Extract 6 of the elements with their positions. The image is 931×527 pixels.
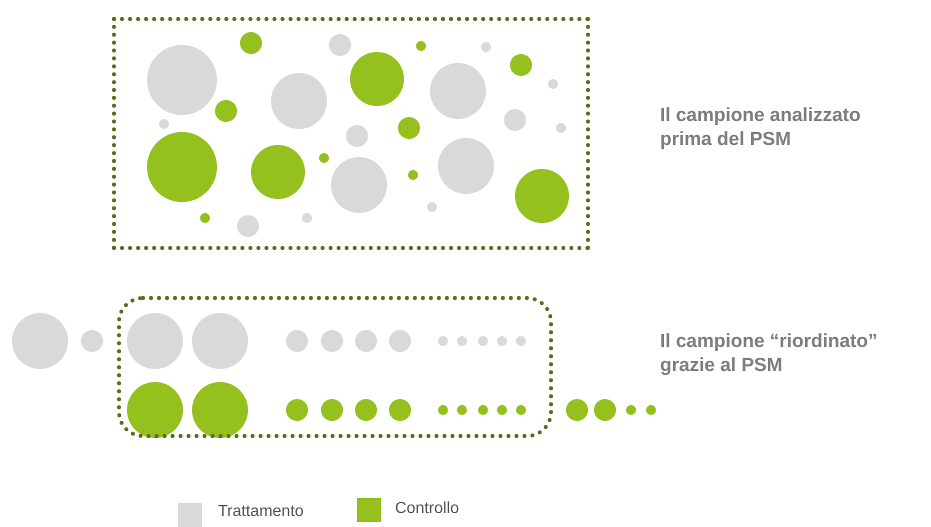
legend-label: Controllo — [395, 500, 460, 518]
dotted-frame — [112, 17, 590, 250]
dotted-frame — [117, 296, 553, 438]
caption-label: Il campione analizzato prima del PSM — [660, 104, 862, 152]
caption-label: Il campione “riordinato” grazie al PSM — [660, 330, 878, 378]
legend-label: Trattamento — [218, 503, 304, 521]
